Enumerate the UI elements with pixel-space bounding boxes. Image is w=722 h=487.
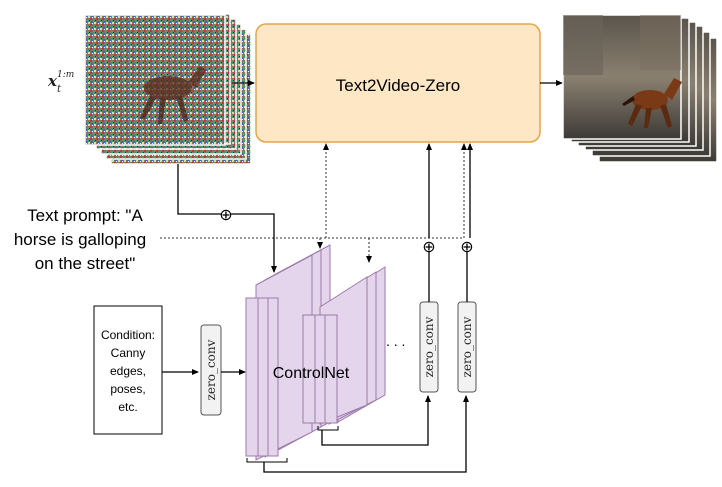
text-prompt-line-3: on the street" (35, 254, 136, 273)
controlnet-layer-face (257, 297, 269, 457)
condition-line-4: poses, (110, 382, 145, 396)
latent-to-plus-line (177, 164, 222, 215)
plus-node-input: ⊕ (219, 207, 232, 224)
text-prompt-line-2: horse is galloping (14, 230, 146, 249)
text-prompt: Text prompt: "A horse is galloping on th… (14, 206, 146, 273)
condition-line-3: edges, (110, 364, 146, 378)
controlnet-label: ControlNet (273, 365, 350, 382)
building-facade (563, 15, 603, 75)
plus-to-controlnet-arrow (231, 213, 277, 273)
latent-label: x t 1:m (47, 70, 74, 95)
controlnet-layer-face (324, 314, 338, 424)
condition-line-5: etc. (118, 400, 137, 414)
text2video-zero-block: Text2Video-Zero (255, 23, 541, 143)
input-frame-stack (84, 13, 252, 165)
latent-subscript: t (57, 84, 62, 95)
zero-conv-output-2-label: zero_conv (460, 316, 474, 377)
plus-node-output-2: ⊕ (460, 239, 473, 256)
zero-conv-output-1-label: zero_conv (422, 316, 436, 377)
text-prompt-line-1: Text prompt: "A (27, 206, 143, 225)
controlnet-layer-face (245, 297, 259, 457)
ellipsis: . . . (386, 333, 405, 349)
condition-box: Condition: Canny edges, poses, etc. (93, 305, 163, 435)
output-frame-stack (562, 14, 718, 163)
zero-conv-input-label: zero_conv (204, 339, 218, 400)
zero-conv-output-1: zero_conv (419, 301, 439, 393)
latent-base: x (47, 72, 58, 90)
noisy-horse-silhouette (140, 66, 206, 124)
bracket-group-2 (317, 426, 339, 431)
plus-node-output-1: ⊕ (422, 239, 435, 256)
controlnet-block: ControlNet (245, 244, 386, 461)
controlnet-layer-face (267, 297, 279, 457)
latent-superscript: 1:m (57, 70, 74, 80)
zero-conv-input: zero_conv (200, 324, 222, 416)
zero-conv-output-2: zero_conv (457, 301, 477, 393)
skip-path-2 (321, 395, 431, 446)
skip-path-1 (263, 395, 469, 473)
text2video-zero-label: Text2Video-Zero (336, 76, 460, 95)
horse-illustration (622, 78, 682, 128)
bracket-group-1 (246, 458, 288, 463)
condition-line-2: Canny (111, 346, 146, 360)
building-facade (640, 15, 681, 70)
condition-line-1: Condition: (101, 328, 155, 342)
